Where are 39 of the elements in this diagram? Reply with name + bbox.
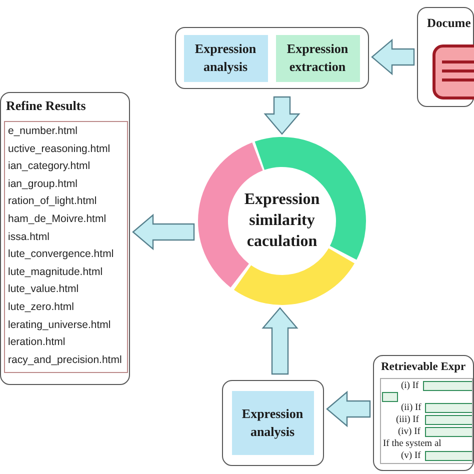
process-box [232,390,314,454]
file-name: ham_de_Moivre.html [8,212,106,227]
file-name: lute_value.html [8,282,79,298]
file-name: lute_zero.html [8,300,74,315]
file-name: racy_and_precision.html [8,352,122,368]
condition-text: (i) If [401,381,419,392]
block-arrow [326,390,371,428]
block-arrow [262,307,298,375]
condition-text: (ii) If [401,403,422,414]
file-name: lute_magnitude.html [8,264,103,280]
file-name: ian_group.html [8,176,78,192]
file-name: issa.html [8,230,50,245]
file-name: e_number.html [8,124,78,139]
group-box [222,380,324,466]
panel-box [0,92,130,385]
process-box [276,34,360,82]
block-arrow [264,96,300,135]
file-name: uctive_reasoning.html [8,142,110,157]
condition-text: If the system al [383,439,442,450]
condition-text: (iii) If [396,415,419,426]
panel-box [417,7,474,107]
file-name: leration.html [8,335,66,350]
box-label: Expression analysis [194,40,258,76]
panel-box [373,355,474,471]
file-name: ian_category.html [8,159,90,174]
condition-text: (v) If [401,451,421,462]
panel-heading: Refine Results [6,98,86,114]
panel-heading: Docume [427,16,471,31]
process-box [184,34,268,82]
block-arrow [371,38,415,76]
file-name: ration_of_light.html [8,194,97,210]
condition-text: (iv) If [398,427,420,438]
block-arrow [132,214,195,250]
file-name: lerating_universe.html [8,318,111,333]
box-label: Expression extraction [286,40,350,76]
panel-heading: Retrievable Expr [381,361,466,373]
box-label: Expression analysis [240,404,304,440]
group-box [175,27,369,89]
file-name: lute_convergence.html [8,247,114,262]
